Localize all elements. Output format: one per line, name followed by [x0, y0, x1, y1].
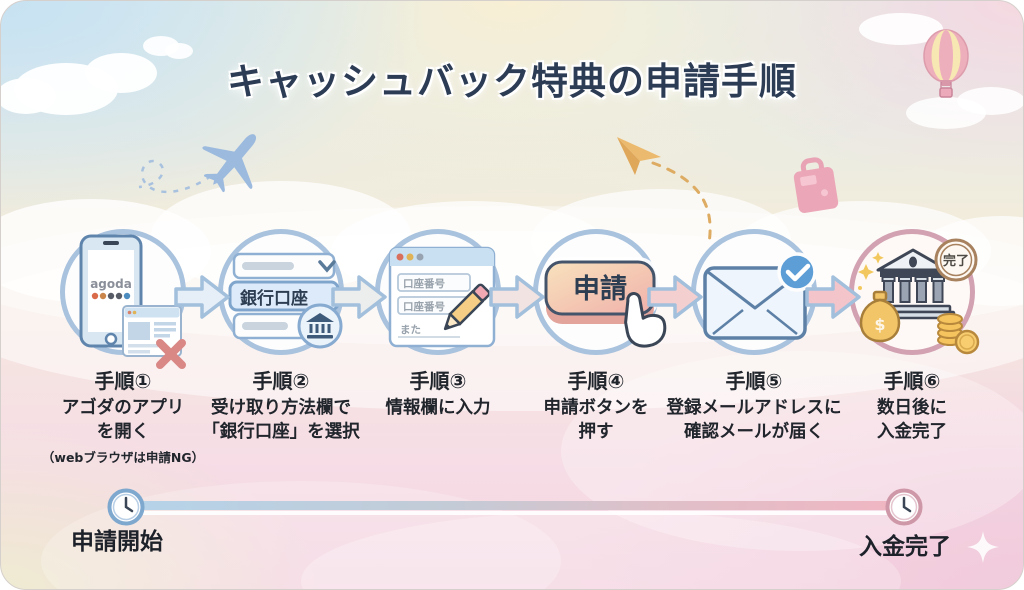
done-badge-text: 完了	[943, 253, 969, 269]
arrow-2-icon	[331, 275, 387, 319]
bank-complete-icon: $ 完了	[858, 238, 980, 355]
agoda-logo-text: agoda	[90, 277, 132, 291]
timeline-bar-gradient	[129, 501, 901, 510]
timeline-start-label: 申請開始	[71, 529, 163, 555]
account-field-2-text: 口座番号	[403, 300, 445, 313]
page-title: キャッシュバック特典の申請手順	[227, 60, 797, 103]
end-clock-icon	[885, 488, 923, 526]
done-badge-icon: 完了	[934, 238, 978, 282]
airplane-icon	[138, 134, 257, 194]
step-2-circle: 銀行口座	[218, 229, 344, 355]
coins-icon	[937, 313, 980, 355]
more-field-text: また	[400, 324, 421, 336]
apply-button-icon: 申請	[541, 257, 667, 348]
mail-check-icon	[703, 252, 817, 340]
account-field-1-text: 口座番号	[403, 277, 445, 290]
sparkle-icon	[967, 531, 999, 563]
form-input-icon: 口座番号 口座番号 また	[388, 246, 496, 348]
start-clock-icon	[107, 488, 145, 526]
timeline-bar-highlight	[129, 511, 901, 515]
arrow-4-icon	[647, 275, 703, 319]
arrow-1-icon	[174, 275, 230, 319]
money-bag-symbol: $	[874, 315, 885, 334]
bank-dropdown-icon: 銀行口座	[228, 252, 343, 349]
suitcase-icon	[793, 157, 839, 214]
arrow-3-icon	[489, 275, 545, 319]
step-3-circle: 口座番号 口座番号 また	[375, 229, 501, 355]
step-6: $ 完了 手順⑥ 数日後に入金完了	[812, 229, 1012, 444]
timeline-bar	[129, 501, 901, 515]
arrow-5-icon	[805, 275, 861, 319]
step-6-circle: $ 完了	[849, 229, 980, 355]
step-6-label: 手順⑥	[883, 369, 941, 393]
phone-agoda-icon: agoda	[79, 234, 186, 369]
paper-plane-icon	[617, 137, 712, 245]
step-1-note: （webブラウザは申請NG）	[41, 450, 205, 466]
bank-option-text: 銀行口座	[240, 288, 308, 309]
apply-button-text: 申請	[573, 273, 627, 305]
step-6-desc: 数日後に入金完了	[877, 398, 947, 442]
step-1-circle: agoda	[60, 229, 186, 369]
step-4-circle: 申請	[533, 229, 667, 355]
step-5-circle	[691, 229, 817, 355]
timeline-end-label: 入金完了	[859, 534, 951, 560]
